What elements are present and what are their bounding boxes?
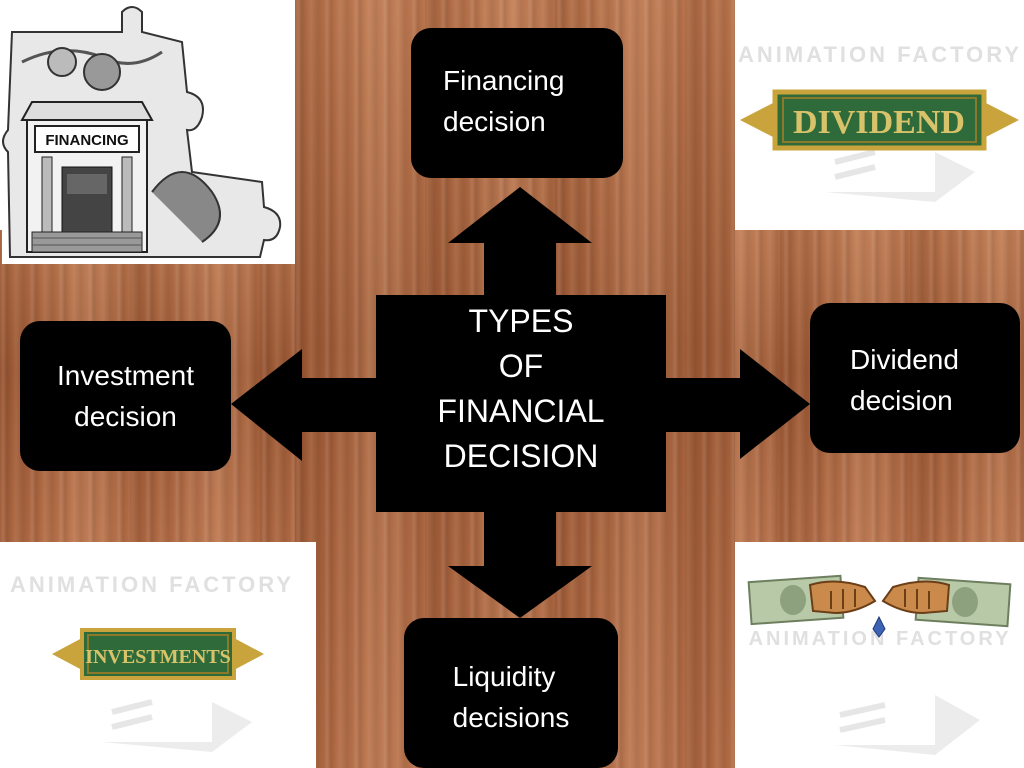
dividend-logo-text: DIVIDEND xyxy=(793,104,965,141)
center-title-line-1: TYPES xyxy=(468,303,574,339)
arrow-down xyxy=(448,512,592,618)
dividend-node-line-2: decision xyxy=(850,385,953,416)
financing-decision-node: Financing decision xyxy=(411,28,623,178)
investment-decision-node: Investment decision xyxy=(20,321,231,471)
financing-node-line-1: Financing xyxy=(443,65,565,96)
financing-sign-text: FINANCING xyxy=(45,132,128,149)
arrow-up xyxy=(448,187,592,295)
arrow-right xyxy=(666,349,810,459)
center-title-line-3: FINANCIAL xyxy=(437,393,605,429)
dividend-node-line-1: Dividend xyxy=(850,344,959,375)
center-types-box: TYPES OF FINANCIAL DECISION xyxy=(376,295,666,512)
liquidity-node-line-2: decisions xyxy=(452,702,570,733)
liquidity-node-line-1: Liquidity xyxy=(452,661,556,692)
dividend-watermark-text: ANIMATION FACTORY xyxy=(738,42,1022,67)
investment-node-line-1: Investment xyxy=(57,360,194,391)
investments-logo-text: INVESTMENTS xyxy=(85,646,231,668)
investments-logo-image: ANIMATION FACTORY INVESTMENTS xyxy=(2,542,316,768)
arrow-left xyxy=(231,349,376,461)
investment-node-line-2: decision xyxy=(74,401,177,432)
center-title-line-2: OF xyxy=(498,348,544,384)
center-title-line-4: DECISION xyxy=(443,438,599,474)
investments-watermark-text: ANIMATION FACTORY xyxy=(10,572,294,597)
dividend-decision-node: Dividend decision xyxy=(810,303,1020,453)
financing-node-line-2: decision xyxy=(443,106,546,137)
handshake-watermark-text: ANIMATION FACTORY xyxy=(749,628,1012,650)
dividend-logo-image: ANIMATION FACTORY DIVIDEND xyxy=(735,2,1024,228)
financing-puzzle-image: FINANCING xyxy=(2,2,295,264)
handshake-money-image: ANIMATION FACTORY xyxy=(735,565,1024,768)
liquidity-decisions-node: Liquidity decisions xyxy=(404,618,618,768)
